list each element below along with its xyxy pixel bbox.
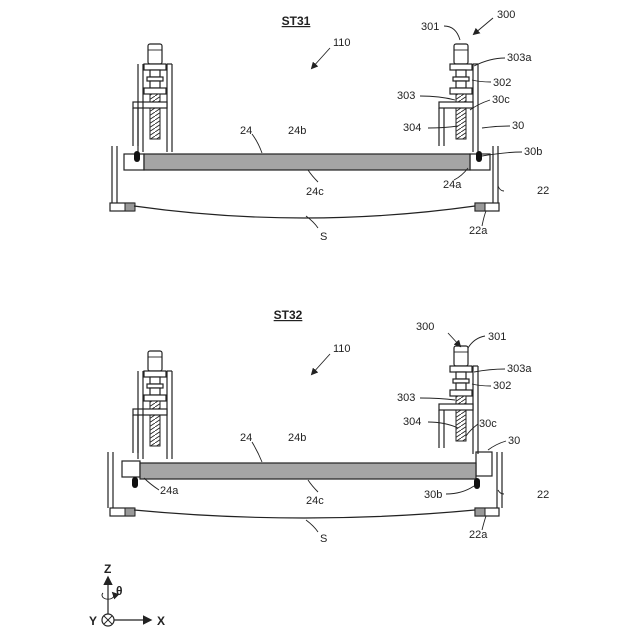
ref-300: 300: [497, 9, 515, 21]
ref-24: 24: [240, 432, 252, 444]
ref-302: 302: [493, 380, 511, 392]
ref-303a: 303a: [507, 52, 532, 64]
ref-301: 301: [488, 331, 506, 343]
ref-300: 300: [416, 321, 434, 333]
ref-30b: 30b: [424, 489, 442, 501]
axis-indicator: Z θ Y X: [89, 562, 165, 628]
ref-301: 301: [421, 21, 439, 33]
ref-24b: 24b: [288, 432, 306, 444]
clamp: [134, 151, 140, 162]
panel-title: ST31: [282, 14, 311, 28]
axis-z-label: Z: [104, 562, 111, 576]
ref-22: 22: [537, 185, 549, 197]
plate: [144, 154, 470, 170]
actuator-left: [133, 351, 172, 459]
ref-110: 110: [333, 37, 351, 49]
ref-303a: 303a: [507, 363, 532, 375]
substrate: [134, 206, 475, 218]
ref-304: 304: [403, 122, 421, 134]
ref-30: 30: [512, 120, 524, 132]
ref-s: S: [320, 533, 327, 545]
axis-x-label: X: [157, 614, 165, 628]
ref-24b: 24b: [288, 125, 306, 137]
ref-24a: 24a: [443, 179, 462, 191]
axis-y-label: Y: [89, 614, 97, 628]
panel-st32: ST32: [108, 308, 549, 545]
ref-22a: 22a: [469, 529, 488, 541]
ref-30c: 30c: [479, 418, 497, 430]
ref-s: S: [320, 231, 327, 243]
ref-24a: 24a: [160, 485, 179, 497]
ref-304: 304: [403, 416, 421, 428]
ref-22: 22: [537, 489, 549, 501]
ref-24: 24: [240, 125, 252, 137]
actuator-right: [439, 346, 478, 454]
ref-303: 303: [397, 392, 415, 404]
ref-110: 110: [333, 343, 351, 355]
panel-title: ST32: [274, 308, 303, 322]
actuator-left: [133, 44, 172, 152]
clamp: [476, 151, 482, 162]
panel-st31: ST31: [110, 9, 549, 243]
axis-theta-label: θ: [116, 584, 123, 598]
ref-22a: 22a: [469, 225, 488, 237]
ref-30b: 30b: [524, 146, 542, 158]
substrate: [134, 510, 475, 518]
ref-30: 30: [508, 435, 520, 447]
ref-303: 303: [397, 90, 415, 102]
plate: [140, 463, 476, 479]
ref-30c: 30c: [492, 94, 510, 106]
ref-302: 302: [493, 77, 511, 89]
ref-24c: 24c: [306, 186, 324, 198]
ref-24c: 24c: [306, 495, 324, 507]
